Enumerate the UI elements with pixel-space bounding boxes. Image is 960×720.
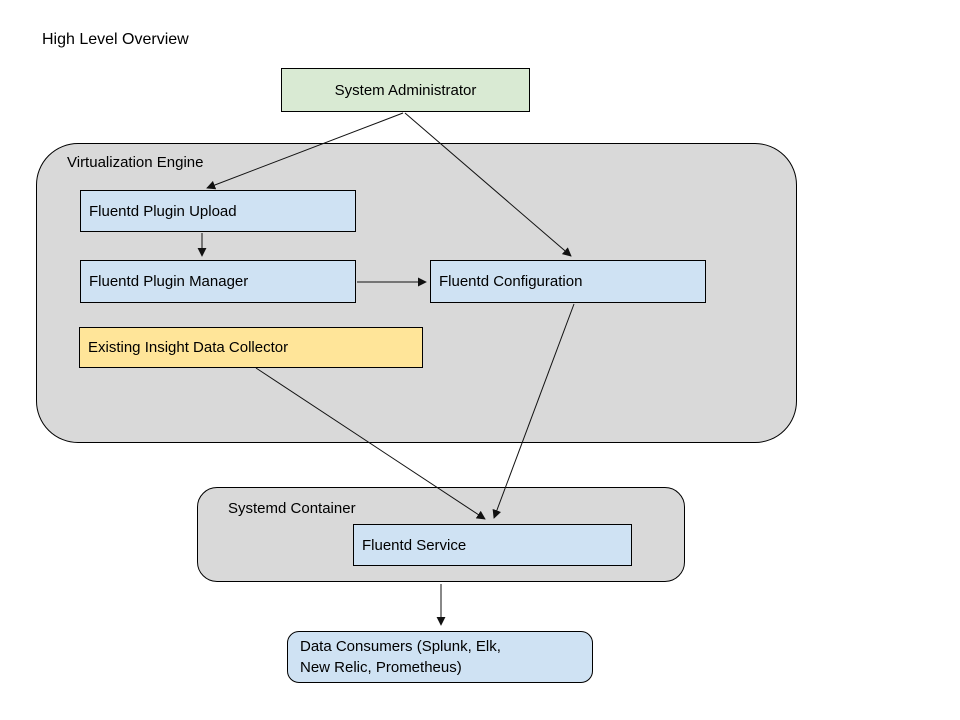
node-fluentd-plugin-manager: Fluentd Plugin Manager	[80, 260, 356, 303]
page-title: High Level Overview	[42, 31, 189, 48]
node-data-consumers-line1: Data Consumers (Splunk, Elk,	[300, 638, 501, 655]
container-systemd-container-label: Systemd Container	[228, 500, 356, 517]
node-fluentd-configuration: Fluentd Configuration	[430, 260, 706, 303]
container-virtualization-engine-label: Virtualization Engine	[67, 154, 204, 171]
node-existing-insight-data-collector: Existing Insight Data Collector	[79, 327, 423, 368]
node-system-administrator: System Administrator	[281, 68, 530, 112]
node-data-consumers: Data Consumers (Splunk, Elk, New Relic, …	[287, 631, 593, 683]
node-fluentd-plugin-upload: Fluentd Plugin Upload	[80, 190, 356, 232]
node-data-consumers-line2: New Relic, Prometheus)	[300, 659, 462, 676]
node-fluentd-service: Fluentd Service	[353, 524, 632, 566]
